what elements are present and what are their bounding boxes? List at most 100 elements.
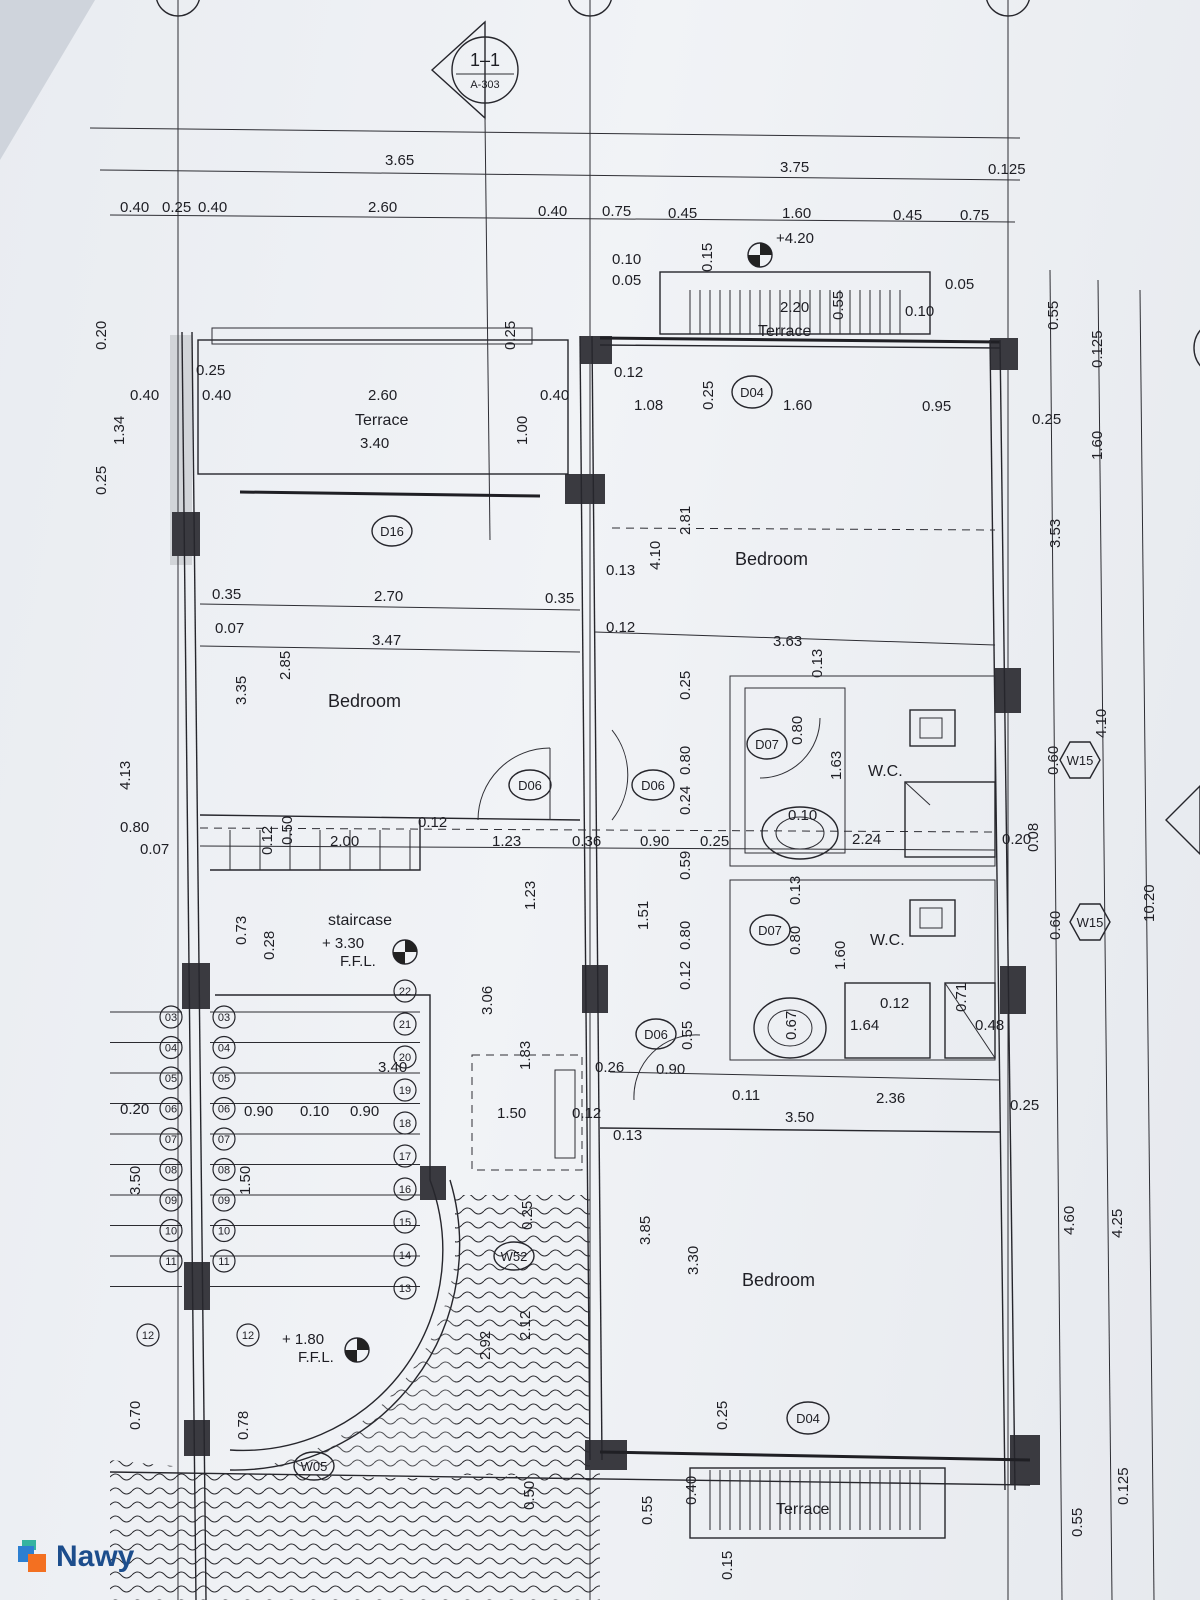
dim: 0.20 xyxy=(93,321,110,350)
stair-step-circle xyxy=(136,1323,160,1347)
dim: 2.60 xyxy=(368,199,397,216)
door-tag-d16: D16 xyxy=(371,515,413,547)
section-id: 1–1 xyxy=(470,50,500,70)
stair-step-circle xyxy=(393,1177,417,1201)
dim: 0.125 xyxy=(1089,330,1106,368)
dim: 0.40 xyxy=(198,199,227,216)
dim: 0.28 xyxy=(261,931,278,960)
stair-step-number: 15 xyxy=(399,1217,411,1229)
stair-step-circle xyxy=(393,1045,417,1069)
dim: 0.25 xyxy=(1032,411,1061,428)
dim: 0.10 xyxy=(905,303,934,320)
stair-step-circle xyxy=(159,1096,183,1121)
window-tag-w15: W15 xyxy=(1077,915,1104,930)
dim: 0.25 xyxy=(502,321,519,350)
stair-step-number: 11 xyxy=(218,1256,229,1268)
stair-step-circle xyxy=(159,1127,183,1151)
stair-step-circle xyxy=(212,1066,236,1090)
dim: 2.20 xyxy=(780,299,809,316)
section-marker: 1–1 A-303 xyxy=(430,20,519,120)
window-tag-w52: W52 xyxy=(501,1249,528,1264)
stair-step-circle xyxy=(212,1096,236,1121)
stair-step-number: 09 xyxy=(218,1195,230,1207)
dim: 0.11 xyxy=(732,1087,760,1104)
dim: 0.20 xyxy=(1002,831,1031,848)
window-tags: W15 W15 xyxy=(1059,741,1111,941)
stair-step-number: 05 xyxy=(218,1073,230,1085)
level-mark-landing: + 1.80 F.F.L. xyxy=(282,1331,370,1366)
dim: 0.10 xyxy=(788,807,817,824)
level-mark-roof: +4.20 xyxy=(747,230,814,268)
stair-step-number: 10 xyxy=(218,1226,230,1238)
dim: 0.05 xyxy=(945,276,974,293)
dim: 0.50 xyxy=(279,816,296,845)
stair-step-circle xyxy=(212,1035,236,1060)
stair-step-number: 22 xyxy=(399,986,411,998)
dim: 2.12 xyxy=(517,1311,534,1340)
dim: 0.13 xyxy=(787,876,804,905)
garden-area: W52 W05 0.25 2.12 2.92 0.50 0.55 0.40 0.… xyxy=(110,1195,736,1600)
dim: 1.60 xyxy=(783,397,812,414)
dim: 0.15 xyxy=(699,243,716,272)
dim: 0.125 xyxy=(1115,1467,1132,1505)
dim: 1.64 xyxy=(850,1017,879,1034)
dim: 3.53 xyxy=(1047,519,1064,548)
dim: 1.50 xyxy=(237,1166,254,1195)
stair-step-circle xyxy=(159,1066,183,1090)
ffl-label: F.F.L. xyxy=(298,1349,334,1366)
bedroom-lower: Bedroom 3.85 3.30 0.25 D04 xyxy=(637,1216,830,1435)
stair-step-circle xyxy=(212,1127,236,1151)
dim: 3.63 xyxy=(773,633,802,650)
dim: 2.60 xyxy=(368,387,397,404)
room-label-staircase: staircase xyxy=(328,912,392,929)
stair-step-circle xyxy=(159,1035,183,1060)
stair-step-circle xyxy=(393,1210,417,1234)
stair-step-circle xyxy=(212,1005,236,1029)
dim: 0.07 xyxy=(140,841,169,858)
dim: 0.40 xyxy=(202,387,231,404)
dim: 0.25 xyxy=(700,833,729,850)
dim: 1.50 xyxy=(497,1105,526,1122)
svg-text:D16: D16 xyxy=(380,524,404,539)
dim: 0.35 xyxy=(212,586,241,603)
dim: 4.13 xyxy=(117,761,134,790)
stair-step-number: 07 xyxy=(218,1134,230,1146)
dim: 0.12 xyxy=(606,619,635,636)
dim: 0.13 xyxy=(613,1127,642,1144)
stair-step-number: 16 xyxy=(399,1184,411,1196)
stair-step-number: 03 xyxy=(165,1012,177,1024)
stair-step-number: 19 xyxy=(399,1085,411,1097)
dim: 1.23 xyxy=(492,833,521,850)
dim: 2.24 xyxy=(852,831,881,848)
stair-step-number: 20 xyxy=(399,1052,411,1064)
stair-step-circle xyxy=(393,1012,417,1036)
stair-step-circle xyxy=(159,1005,183,1029)
door-tag-d06: D06 xyxy=(518,778,542,793)
stair-step-circle xyxy=(212,1157,236,1182)
dim: 1.60 xyxy=(782,205,811,222)
door-tag-d06: D06 xyxy=(641,778,665,793)
stair-step-number: 17 xyxy=(399,1151,411,1163)
nawy-logo-icon xyxy=(18,1540,52,1574)
stair-step-circle xyxy=(159,1218,183,1243)
dim: 0.90 xyxy=(350,1103,379,1120)
dim: 10.20 xyxy=(1141,884,1158,922)
door-tag-d04: D04 xyxy=(740,385,764,400)
dim: 1.51 xyxy=(635,901,652,930)
logo-wordmark: Nawy xyxy=(56,1540,135,1573)
dim: 3.85 xyxy=(637,1216,654,1245)
stair-step-number: 06 xyxy=(218,1104,230,1116)
stair-step-numbers: 0304050607080910111203040506070809101112… xyxy=(136,979,417,1347)
nawy-logo: Nawy xyxy=(18,1540,134,1574)
top-dimension-lines: 3.65 3.75 0.125 0.40 0.25 0.40 2.60 0.40… xyxy=(89,0,1026,1600)
dim: 0.78 xyxy=(235,1411,252,1440)
dim: 0.12 xyxy=(572,1105,601,1122)
dim: 0.55 xyxy=(830,291,847,320)
dim: 0.08 xyxy=(1025,823,1042,852)
room-label-terrace: Terrace xyxy=(355,412,408,429)
dim: 0.25 xyxy=(196,362,225,379)
dim: 4.10 xyxy=(1093,709,1110,738)
room-label-wc: W.C. xyxy=(868,763,903,780)
